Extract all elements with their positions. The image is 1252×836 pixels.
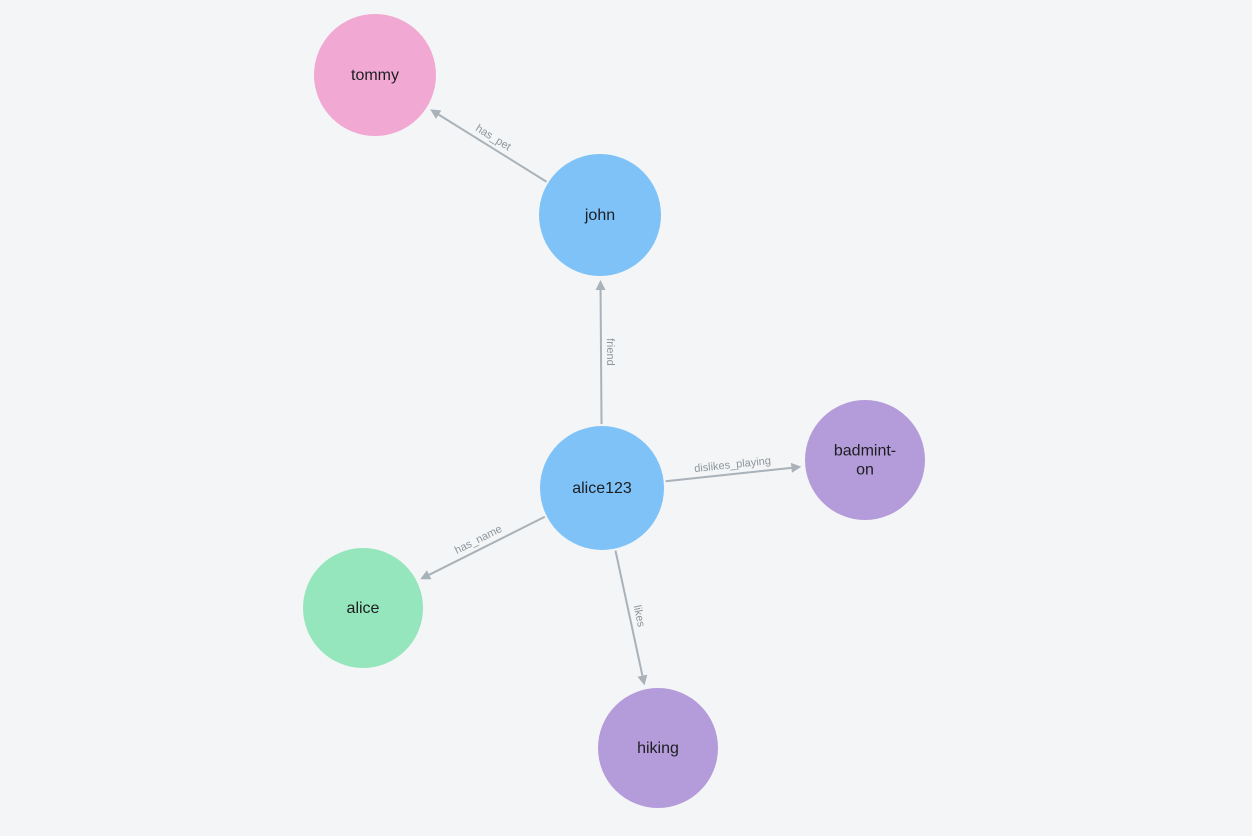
node-circle[interactable] — [540, 426, 664, 550]
node-label: tommy — [351, 67, 399, 84]
edge-label: likes — [631, 604, 647, 629]
node-tommy[interactable]: tommy — [314, 14, 436, 136]
edge-arrowhead — [595, 279, 606, 291]
edge-likes[interactable]: likes — [614, 550, 649, 686]
node-label: hiking — [637, 740, 679, 757]
node-hiking[interactable]: hiking — [598, 688, 718, 808]
edge-friend[interactable]: friend — [595, 279, 618, 425]
node-alice123[interactable]: alice123 — [540, 426, 664, 550]
edge-arrowhead — [637, 674, 648, 686]
node-alice[interactable]: alice — [303, 548, 423, 668]
edge-label: friend — [604, 338, 616, 366]
node-circle[interactable] — [598, 688, 718, 808]
node-label: alice — [347, 600, 380, 617]
edge-dislikes_playing[interactable]: dislikes_playing — [665, 454, 802, 483]
node-john[interactable]: john — [539, 154, 661, 276]
node-label: john — [584, 207, 615, 224]
edge-line — [614, 550, 644, 676]
edge-line — [599, 289, 603, 425]
node-circle[interactable] — [314, 14, 436, 136]
edge-line — [665, 466, 792, 483]
edge-has_pet[interactable]: has_pet — [430, 109, 548, 183]
edge-line — [438, 113, 548, 183]
edge-has_name[interactable]: has_name — [420, 515, 546, 580]
node-label: badmint-on — [834, 442, 896, 478]
node-label: alice123 — [572, 480, 632, 497]
edge-arrowhead — [430, 109, 442, 119]
node-circle[interactable] — [539, 154, 661, 276]
edge-arrowhead — [790, 462, 802, 473]
edge-line — [428, 515, 546, 576]
edge-arrowhead — [420, 570, 432, 580]
node-circle[interactable] — [303, 548, 423, 668]
node-badminton[interactable]: badmint-on — [805, 400, 925, 520]
node-circle[interactable] — [805, 400, 925, 520]
